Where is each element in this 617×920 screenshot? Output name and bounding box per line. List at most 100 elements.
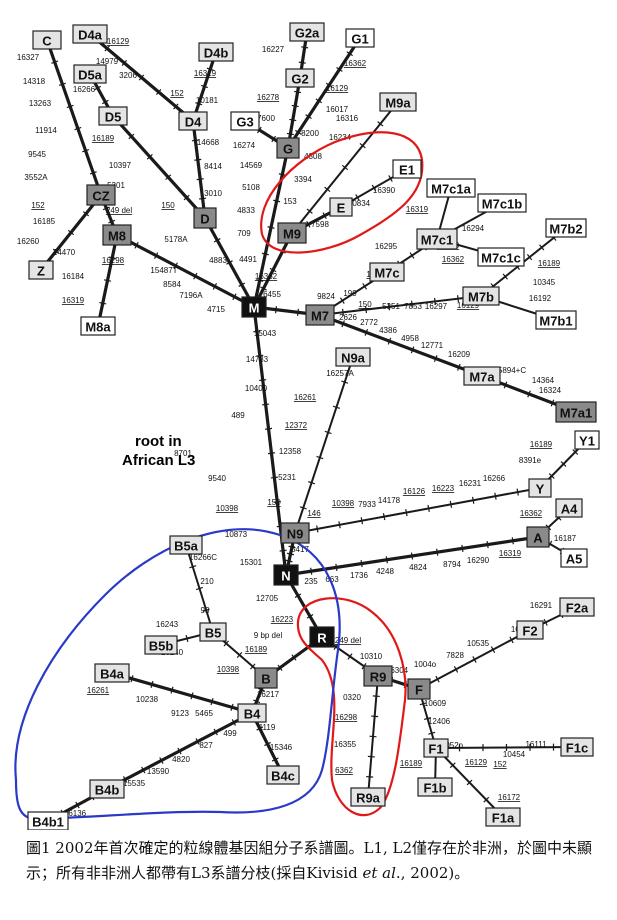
mutation-site-label: 150: [358, 300, 372, 309]
mutation-tick: [195, 586, 204, 591]
mutation-site-label: 15346: [270, 743, 293, 752]
mutation-tick: [267, 226, 275, 229]
mutation-site-label: 16223: [271, 615, 294, 624]
node-box: [516, 620, 544, 640]
mutation-tick: [359, 142, 366, 149]
mutation-tick: [291, 654, 297, 661]
mutation-site-label: 1119: [259, 723, 276, 732]
mutation-site-label: 10398: [332, 499, 355, 508]
mutation-tick: [189, 565, 197, 569]
mutation-tick: [271, 135, 277, 143]
mutation-site-label: 150: [161, 201, 175, 210]
mutation-tick: [130, 675, 134, 683]
mutation-tick: [306, 614, 314, 619]
mutation-ticks: [51, 45, 579, 817]
mutation-tick: [427, 504, 430, 513]
mutation-tick: [503, 381, 508, 389]
node-box: [277, 222, 307, 244]
mutation-tick: [387, 303, 391, 311]
mutation-tick: [539, 244, 545, 251]
node-box: [89, 779, 125, 799]
mutation-tick: [336, 67, 343, 72]
node-box: [80, 316, 116, 336]
mutation-tick: [108, 256, 116, 260]
node-label: R9: [370, 670, 387, 685]
node-box: [276, 137, 300, 159]
node-box: [178, 111, 208, 131]
mutation-tick: [286, 132, 294, 136]
mutation-tick: [101, 99, 109, 105]
node-box: [28, 260, 54, 280]
mutation-site-label: 4824: [409, 563, 427, 572]
node-d4a: D4a: [72, 24, 108, 44]
node-m7c: M7c: [369, 262, 405, 282]
node-box: [379, 92, 417, 112]
mutation-tick: [238, 282, 246, 287]
mutation-tick: [89, 171, 97, 175]
node-label: G3: [236, 115, 253, 130]
mutation-tick: [257, 687, 265, 692]
mutation-tick: [377, 121, 384, 127]
mutation-tick: [51, 60, 59, 64]
node-box: [280, 522, 310, 544]
node-box: [559, 597, 595, 617]
node-box: [94, 663, 130, 683]
mutation-site-label: 16266C: [189, 553, 217, 562]
mutation-tick: [453, 665, 459, 673]
mutation-tick: [170, 686, 174, 694]
mutation-tick: [141, 766, 146, 774]
node-label: M8: [108, 229, 126, 244]
node-label: B4c: [271, 769, 295, 784]
node-a4: A4: [555, 498, 583, 518]
node-g2a: G2a: [289, 22, 325, 42]
mutation-tick: [285, 559, 293, 563]
mutation-site-label: 16231: [459, 479, 482, 488]
mutation-site-label: 7828: [446, 651, 464, 660]
node-b: B: [254, 667, 278, 689]
mutation-tick: [409, 252, 415, 259]
node-label: E1: [399, 163, 415, 178]
mutation-tick: [232, 293, 237, 301]
mutation-tick: [449, 762, 456, 769]
node-f1: F1: [423, 738, 449, 758]
mutation-tick: [433, 297, 437, 305]
node-a: A: [526, 526, 550, 548]
node-label: F2: [522, 624, 537, 639]
mutation-site-label: 16136: [64, 809, 87, 818]
node-label: M7c1c: [481, 251, 521, 266]
mutation-tick: [405, 508, 408, 517]
node-g1: G1: [345, 28, 375, 48]
mutation-tick: [288, 545, 296, 549]
node-n9a: N9a: [335, 347, 371, 367]
mutation-site-label: 15043: [254, 329, 277, 338]
node-label: Y1: [579, 434, 595, 449]
mutation-tick: [223, 640, 229, 647]
mutation-tick: [301, 46, 309, 49]
mutation-site-label: 4308: [304, 152, 322, 161]
mutation-site-label: 5351: [382, 302, 400, 311]
tree-branches: [39, 30, 588, 823]
node-d5a: D5a: [73, 64, 107, 84]
node-f1b: F1b: [417, 777, 453, 797]
node-box: [485, 807, 521, 827]
mutation-site-label: 16324: [539, 386, 562, 395]
mutation-tick: [483, 796, 490, 803]
mutation-site-label: 10181: [196, 96, 219, 105]
mutation-tick: [177, 747, 182, 755]
node-box: [266, 765, 300, 785]
node-g2: G2: [285, 68, 315, 88]
node-d4: D4: [178, 111, 208, 131]
node-box: [463, 366, 501, 386]
mutation-site-label: 16217: [257, 690, 280, 699]
node-label: A: [533, 531, 543, 546]
mutation-tick: [99, 301, 107, 305]
mutation-site-label: 14364: [532, 376, 555, 385]
mutation-site-label: 4820: [172, 755, 190, 764]
mutation-site-label: 16316: [336, 114, 359, 123]
mutation-tick: [191, 139, 199, 142]
node-label: F2a: [566, 601, 589, 616]
mutation-site-label: 9824: [317, 292, 335, 301]
mutation-site-label: 8794: [443, 560, 461, 569]
